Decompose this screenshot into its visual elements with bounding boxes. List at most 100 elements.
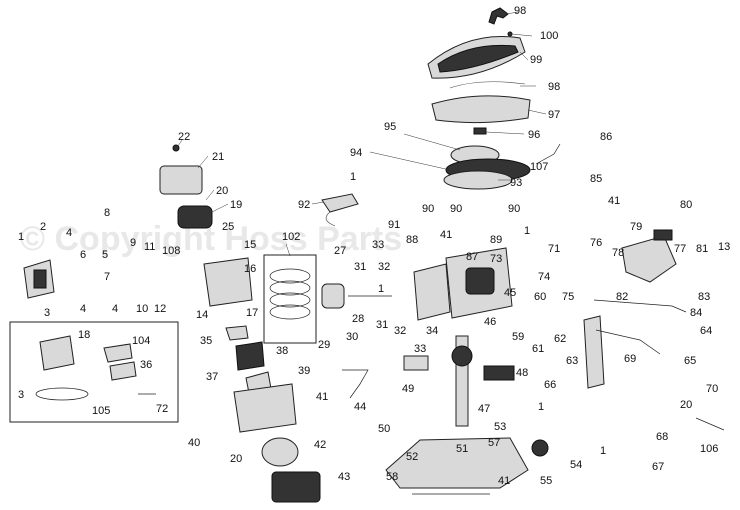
- callout-44: 44: [354, 401, 366, 413]
- starter-housing: [431, 95, 531, 124]
- callout-14: 14: [196, 309, 208, 321]
- copyright-watermark: © Copyright Hoss Parts: [20, 220, 402, 258]
- callout-20-c: 20: [230, 453, 242, 465]
- callout-7: 7: [104, 271, 110, 283]
- callout-49: 49: [402, 383, 414, 395]
- callout-98-b: 98: [548, 81, 560, 93]
- gasket-kit-inset: [9, 321, 179, 423]
- callout-58: 58: [386, 471, 398, 483]
- callout-15: 15: [244, 239, 256, 251]
- callout-33-b: 33: [414, 343, 426, 355]
- callout-57: 57: [488, 437, 500, 449]
- muffler-guard: [159, 165, 203, 195]
- fuel-cap: [653, 229, 673, 241]
- cylinder-head-gasket: [39, 335, 75, 371]
- callout-2: 2: [40, 221, 46, 233]
- o-ring-gasket: [35, 387, 89, 401]
- callout-38: 38: [276, 345, 288, 357]
- flywheel: [443, 170, 513, 190]
- starter-rope: [449, 81, 526, 89]
- callout-1-c: 1: [538, 401, 544, 413]
- callout-83: 83: [698, 291, 710, 303]
- callout-53: 53: [494, 421, 506, 433]
- callout-87: 87: [466, 251, 478, 263]
- callout-63: 63: [566, 355, 578, 367]
- callout-12: 12: [154, 303, 166, 315]
- engine-base: [385, 437, 529, 489]
- callout-39: 39: [298, 365, 310, 377]
- callout-labels: 98 100 99 98 97 96 95 94 93 92 90 90 90 …: [18, 5, 730, 487]
- carburetor-spacer: [225, 325, 249, 341]
- callout-27: 27: [334, 245, 346, 257]
- callout-71: 71: [548, 243, 560, 255]
- piston-ring-box: [263, 254, 317, 344]
- leader-lines: [177, 11, 547, 370]
- piston-group: [263, 254, 392, 344]
- callout-3-b: 3: [18, 389, 24, 401]
- callout-1-b: 1: [524, 225, 530, 237]
- gear: [531, 439, 549, 457]
- callout-45: 45: [504, 287, 516, 299]
- callout-1-f: 1: [18, 231, 24, 243]
- piston-ring: [269, 280, 311, 296]
- callout-29: 29: [318, 339, 330, 351]
- callout-10: 10: [136, 303, 148, 315]
- callout-4-b: 4: [80, 303, 86, 315]
- callout-11: 11: [144, 241, 155, 253]
- air-filter-housing: [233, 383, 297, 433]
- crank-counterweight: [451, 345, 473, 367]
- callout-51: 51: [456, 443, 468, 455]
- ignition-coil: [321, 193, 359, 213]
- callout-90: 90: [422, 203, 434, 215]
- air-filter-cover: [271, 471, 321, 503]
- callout-3: 3: [44, 307, 50, 319]
- callout-90-c: 90: [508, 203, 520, 215]
- dipstick: [695, 417, 725, 431]
- callout-80: 80: [680, 199, 692, 211]
- gasket-kit-frame: [9, 321, 179, 423]
- callout-17: 17: [246, 307, 258, 319]
- callout-93: 93: [510, 177, 522, 189]
- coil-wire: [325, 211, 336, 227]
- callout-92: 92: [298, 199, 310, 211]
- callout-77: 77: [674, 243, 686, 255]
- recoil-starter-group: [427, 7, 531, 135]
- callout-4-c: 4: [112, 303, 118, 315]
- muffler-group: [23, 144, 321, 503]
- callout-31-b: 31: [354, 261, 366, 273]
- callout-65: 65: [684, 355, 696, 367]
- air-filter-element: [261, 437, 299, 467]
- callout-100: 100: [540, 30, 558, 42]
- callout-82: 82: [616, 291, 628, 303]
- callout-37: 37: [206, 371, 218, 383]
- callout-32: 32: [394, 325, 406, 337]
- callout-48: 48: [516, 367, 528, 379]
- callout-34: 34: [426, 325, 438, 337]
- callout-94: 94: [350, 147, 362, 159]
- callout-72: 72: [156, 403, 168, 415]
- callout-75: 75: [562, 291, 574, 303]
- callout-73: 73: [490, 253, 502, 265]
- crankshaft-group: [385, 335, 549, 495]
- callout-32-b: 32: [378, 261, 390, 273]
- callout-60: 60: [534, 291, 546, 303]
- callout-52: 52: [406, 451, 418, 463]
- flywheel-group: [321, 145, 531, 227]
- callout-16: 16: [244, 263, 256, 275]
- callout-42: 42: [314, 439, 326, 451]
- breather-hose: [342, 369, 369, 399]
- callout-68: 68: [656, 431, 668, 443]
- callout-84: 84: [690, 307, 702, 319]
- callout-70: 70: [706, 383, 718, 395]
- camshaft: [483, 365, 515, 381]
- callout-41-c: 41: [498, 475, 510, 487]
- callout-91: 91: [388, 219, 400, 231]
- cylinder-gasket: [413, 263, 451, 321]
- fuel-tank: [621, 235, 677, 283]
- callout-98: 98: [514, 5, 526, 17]
- callout-67: 67: [652, 461, 664, 473]
- callout-1: 1: [350, 171, 356, 183]
- callout-43: 43: [338, 471, 350, 483]
- callout-8: 8: [104, 207, 110, 219]
